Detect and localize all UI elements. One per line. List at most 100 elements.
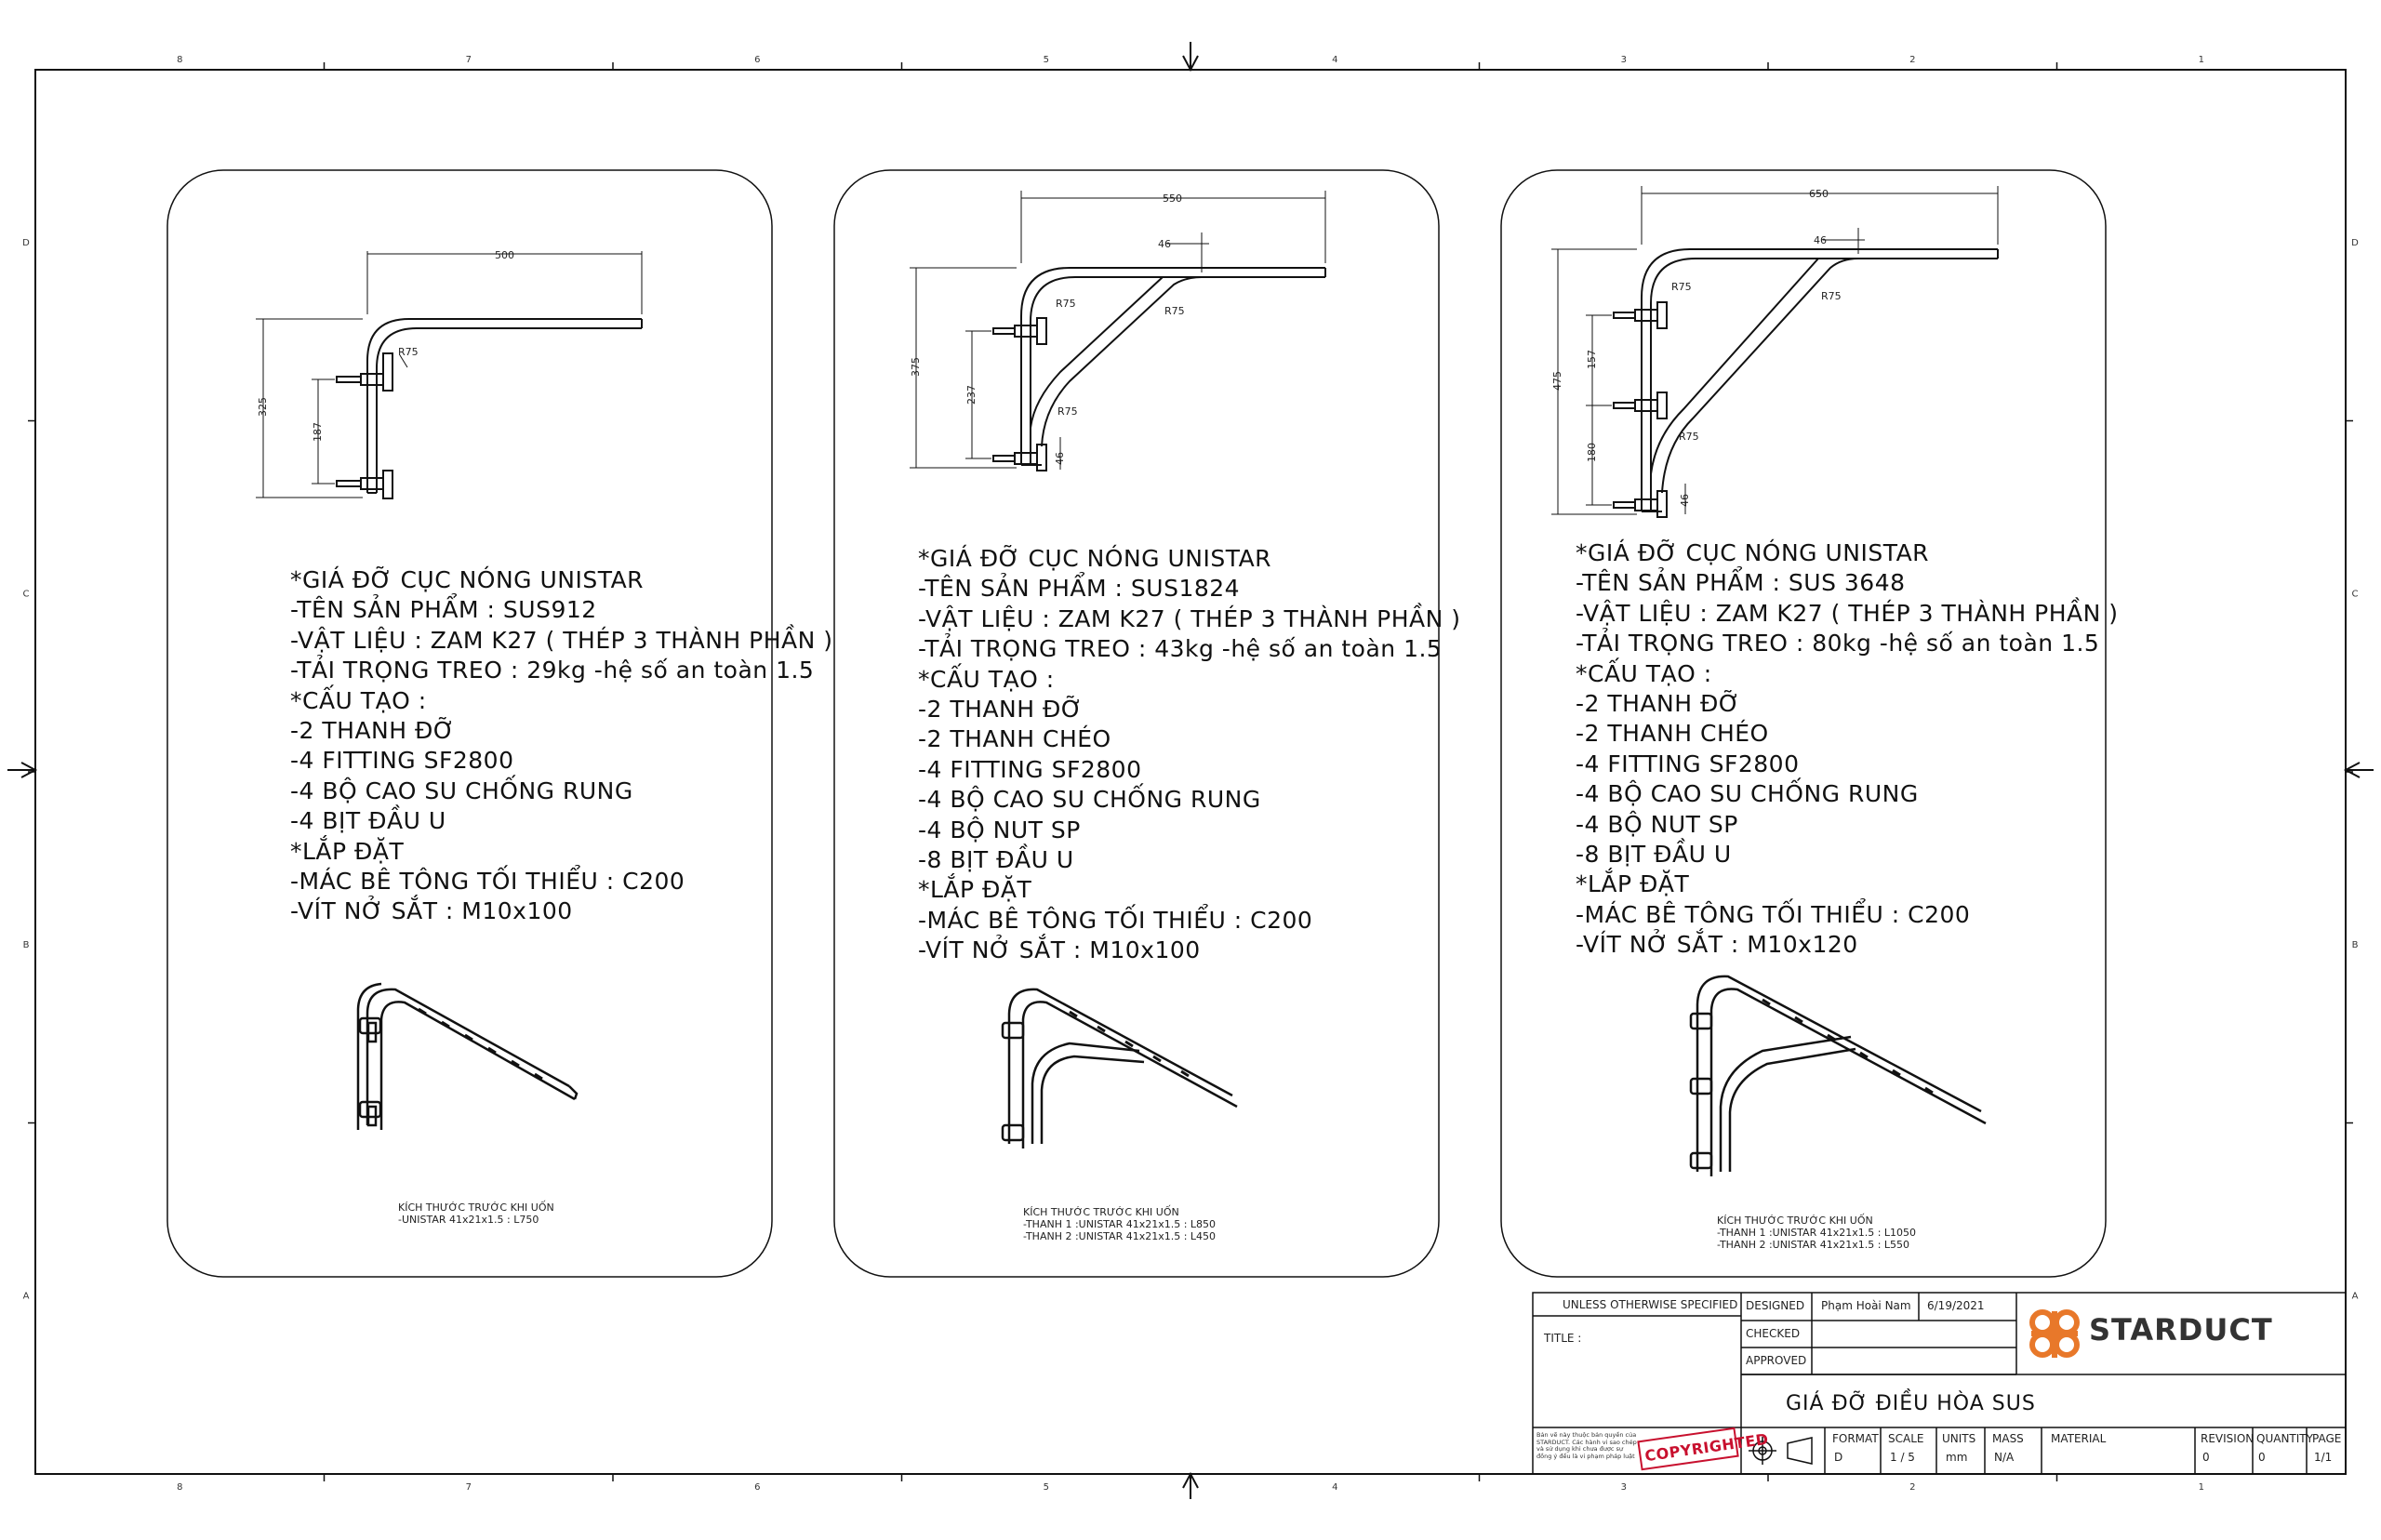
spec-line: -2 THANH CHÉO xyxy=(1576,720,1769,748)
spec-line: *CẤU TẠO : xyxy=(1576,659,1712,687)
spec-line: -MÁC BÊ TÔNG TỐI THIỂU : C200 xyxy=(290,867,685,895)
note-line: -UNISTAR 41x21x1.5 : L750 xyxy=(398,1214,539,1226)
spec-line: -8 BỊT ĐẦU U xyxy=(1576,840,1732,868)
spec-line: *GIÁ ĐỠ CỤC NÓNG UNISTAR xyxy=(1576,539,1930,566)
dim-width-1: 500 xyxy=(495,249,514,261)
format-value: D xyxy=(1834,1451,1843,1464)
zone-row-label: A xyxy=(23,1291,30,1301)
spec-line: -4 BỊT ĐẦU U xyxy=(290,807,446,835)
units-value: mm xyxy=(1946,1451,1968,1464)
spec-line: -4 BỘ CAO SU CHỐNG RUNG xyxy=(918,786,1261,814)
dim-radius-3a: R75 xyxy=(1671,281,1692,293)
dim-spacing-3a: 157 xyxy=(1586,350,1598,369)
spec-line: -VẬT LIỆU : ZAM K27 ( THÉP 3 THÀNH PHẦN … xyxy=(1576,599,2119,627)
spec-line: -2 THANH ĐỠ xyxy=(1576,689,1741,717)
designed-label: DESIGNED xyxy=(1746,1299,1805,1312)
spec-line: *CẤU TẠO : xyxy=(918,665,1055,693)
dim-radius-1: R75 xyxy=(398,346,419,358)
checked-label: CHECKED xyxy=(1746,1327,1801,1340)
panel-1-drawing xyxy=(256,251,643,499)
panel-2-frame xyxy=(833,169,1440,1278)
dim-spacing-3b: 180 xyxy=(1586,443,1598,462)
zone-column-label: 5 xyxy=(1044,1482,1049,1493)
panel-1-frame xyxy=(166,169,773,1278)
design-date: 6/19/2021 xyxy=(1927,1299,1985,1312)
spec-line: -TÊN SẢN PHẨM : SUS912 xyxy=(290,596,597,624)
panel-3-drawing xyxy=(1551,186,1999,518)
zone-column-label: 8 xyxy=(177,1482,182,1493)
spec-line: -TẢI TRỌNG TREO : 43kg -hệ số an toàn 1.… xyxy=(918,635,1443,663)
spec-line: -TẢI TRỌNG TREO : 80kg -hệ số an toàn 1.… xyxy=(1576,630,2100,657)
note-line: KÍCH THƯỚC TRƯỚC KHI UỐN xyxy=(1717,1215,1873,1227)
dim-radius-3b: R75 xyxy=(1821,290,1842,302)
copyright-note: Bản vẽ này thuộc bản quyền của STARDUCT.… xyxy=(1536,1431,1637,1460)
dim-height-1: 325 xyxy=(257,397,269,417)
panel-2-spec: *GIÁ ĐỠ CỤC NÓNG UNISTAR-TÊN SẢN PHẨM : … xyxy=(918,544,1461,965)
zone-column-label: 7 xyxy=(466,1482,472,1493)
spec-line: *GIÁ ĐỠ CỤC NÓNG UNISTAR xyxy=(290,566,645,593)
mass-value: N/A xyxy=(1994,1451,2015,1464)
panel-2-note: KÍCH THƯỚC TRƯỚC KHI UỐN-THANH 1 :UNISTA… xyxy=(1023,1206,1216,1242)
right-center-arrow xyxy=(2343,762,2374,778)
page-value: 1/1 xyxy=(2314,1451,2333,1464)
scale-value: 1 / 5 xyxy=(1890,1451,1915,1464)
starduct-logo-icon xyxy=(2029,1309,2080,1358)
scale-label: SCALE xyxy=(1888,1432,1924,1445)
zone-column-label: 2 xyxy=(1909,1482,1915,1493)
dim-bottom-2: 46 xyxy=(1054,452,1066,465)
dim-offset-3: 46 xyxy=(1814,234,1827,246)
left-center-arrow xyxy=(7,762,38,778)
dim-width-2: 550 xyxy=(1163,192,1182,205)
panel-1-isometric xyxy=(356,982,579,1130)
zone-row-label: D xyxy=(2351,238,2359,248)
panel-1-spec: *GIÁ ĐỠ CỤC NÓNG UNISTAR -TÊN SẢN PHẨM : … xyxy=(290,565,833,927)
spec-line: -2 THANH ĐỠ xyxy=(918,695,1084,723)
spec-line: -4 FITTING SF2800 xyxy=(918,755,1142,783)
revision-value: 0 xyxy=(2202,1451,2210,1464)
spec-line: -VÍT NỞ SẮT : M10x100 xyxy=(290,897,573,925)
units-label: UNITS xyxy=(1942,1432,1976,1445)
zone-column-label: 4 xyxy=(1332,55,1337,65)
copyright-stamp-frame xyxy=(1637,1427,1739,1471)
zone-row-label: C xyxy=(2352,589,2359,599)
panel-3-spec: *GIÁ ĐỠ CỤC NÓNG UNISTAR-TÊN SẢN PHẨM : … xyxy=(1576,538,2119,960)
zone-column-label: 3 xyxy=(1621,1482,1627,1493)
unless-specified-label: UNLESS OTHERWISE SPECIFIED xyxy=(1563,1298,1738,1311)
spec-line: -2 THANH CHÉO xyxy=(918,725,1111,753)
zone-column-label: 1 xyxy=(2199,1482,2204,1493)
format-label: FORMAT xyxy=(1832,1432,1879,1445)
material-label: MATERIAL xyxy=(2051,1432,2107,1445)
zone-row-label: B xyxy=(23,940,30,950)
dim-width-3: 650 xyxy=(1809,188,1829,200)
quantity-label: QUANTITY xyxy=(2256,1432,2313,1445)
note-line: -THANH 1 :UNISTAR 41x21x1.5 : L850 xyxy=(1023,1218,1217,1230)
dim-height-2: 375 xyxy=(910,357,922,377)
spec-line: *LẮP ĐẶT xyxy=(1576,870,1690,898)
spec-line: -4 FITTING SF2800 xyxy=(290,747,514,775)
spec-line: -MÁC BÊ TÔNG TỐI THIỂU : C200 xyxy=(918,906,1313,934)
zone-column-label: 6 xyxy=(754,55,760,65)
zone-column-label: 8 xyxy=(177,55,182,65)
dim-radius-3c: R75 xyxy=(1679,431,1699,443)
title-block xyxy=(1532,1292,2347,1475)
zone-column-label: 5 xyxy=(1044,55,1049,65)
dim-radius-2c: R75 xyxy=(1057,405,1078,418)
panel-1-note: KÍCH THƯỚC TRƯỚC KHI UỐN-UNISTAR 41x21x1… xyxy=(398,1201,554,1226)
spec-line: -4 BỘ CAO SU CHỐNG RUNG xyxy=(1576,780,1919,808)
note-line: -THANH 2 :UNISTAR 41x21x1.5 : L550 xyxy=(1717,1239,1910,1251)
spec-line: *GIÁ ĐỠ CỤC NÓNG UNISTAR xyxy=(918,545,1272,572)
title-label: TITLE : xyxy=(1544,1332,1582,1345)
spec-line: -2 THANH ĐỠ xyxy=(290,716,456,744)
mass-label: MASS xyxy=(1992,1432,2024,1445)
revision-label: REVISION xyxy=(2201,1432,2255,1445)
zone-column-label: 7 xyxy=(466,55,472,65)
dim-bottom-3: 46 xyxy=(1679,494,1691,507)
page-label: PAGE xyxy=(2312,1432,2342,1445)
spec-line: -4 BỘ NUT SP xyxy=(1576,810,1738,838)
zone-column-label: 2 xyxy=(1909,55,1915,65)
spec-line: *LẮP ĐẶT xyxy=(290,837,405,865)
zone-row-label: D xyxy=(22,238,30,248)
approved-label: APPROVED xyxy=(1746,1354,1807,1367)
spec-line: *CẤU TẠO : xyxy=(290,686,427,714)
panel-2-drawing xyxy=(910,191,1326,471)
